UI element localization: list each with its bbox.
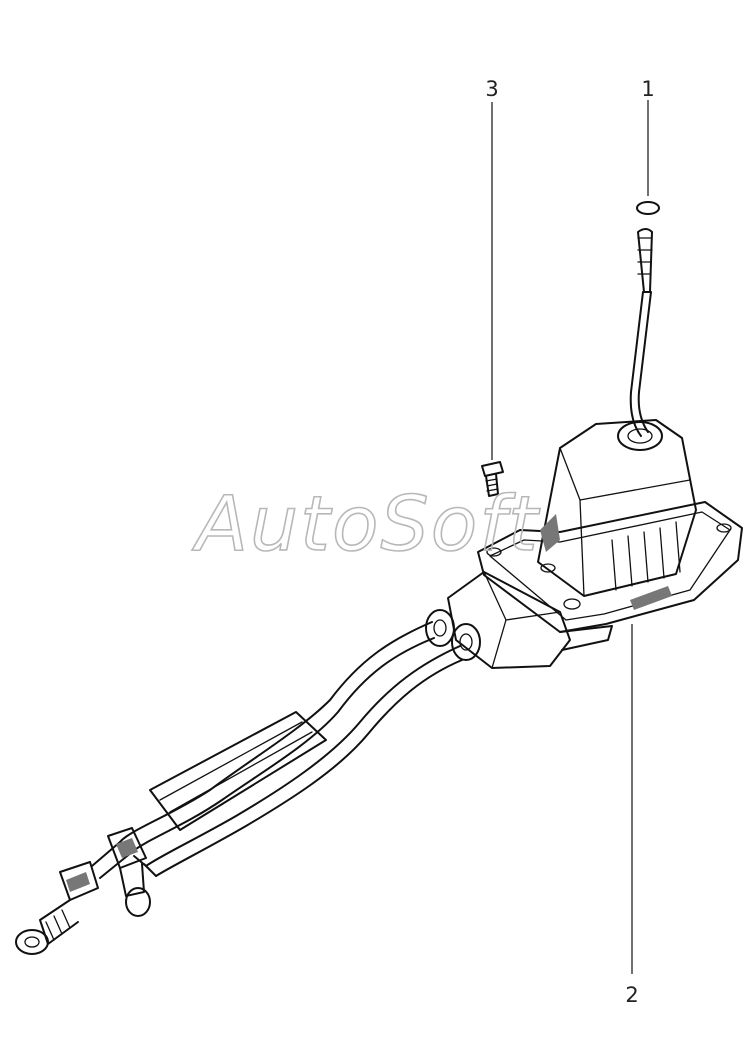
part-1-ring (636, 201, 660, 215)
callout-label-3: 3 (485, 77, 498, 101)
gear-lever (629, 228, 653, 437)
callout-label-1: 1 (641, 77, 654, 101)
part-2-shifter-housing (447, 419, 743, 669)
watermark: AutoSoft (191, 479, 541, 568)
callout-label-2: 2 (625, 983, 638, 1007)
shift-cables (15, 609, 481, 955)
part-3-bolt (481, 461, 504, 497)
